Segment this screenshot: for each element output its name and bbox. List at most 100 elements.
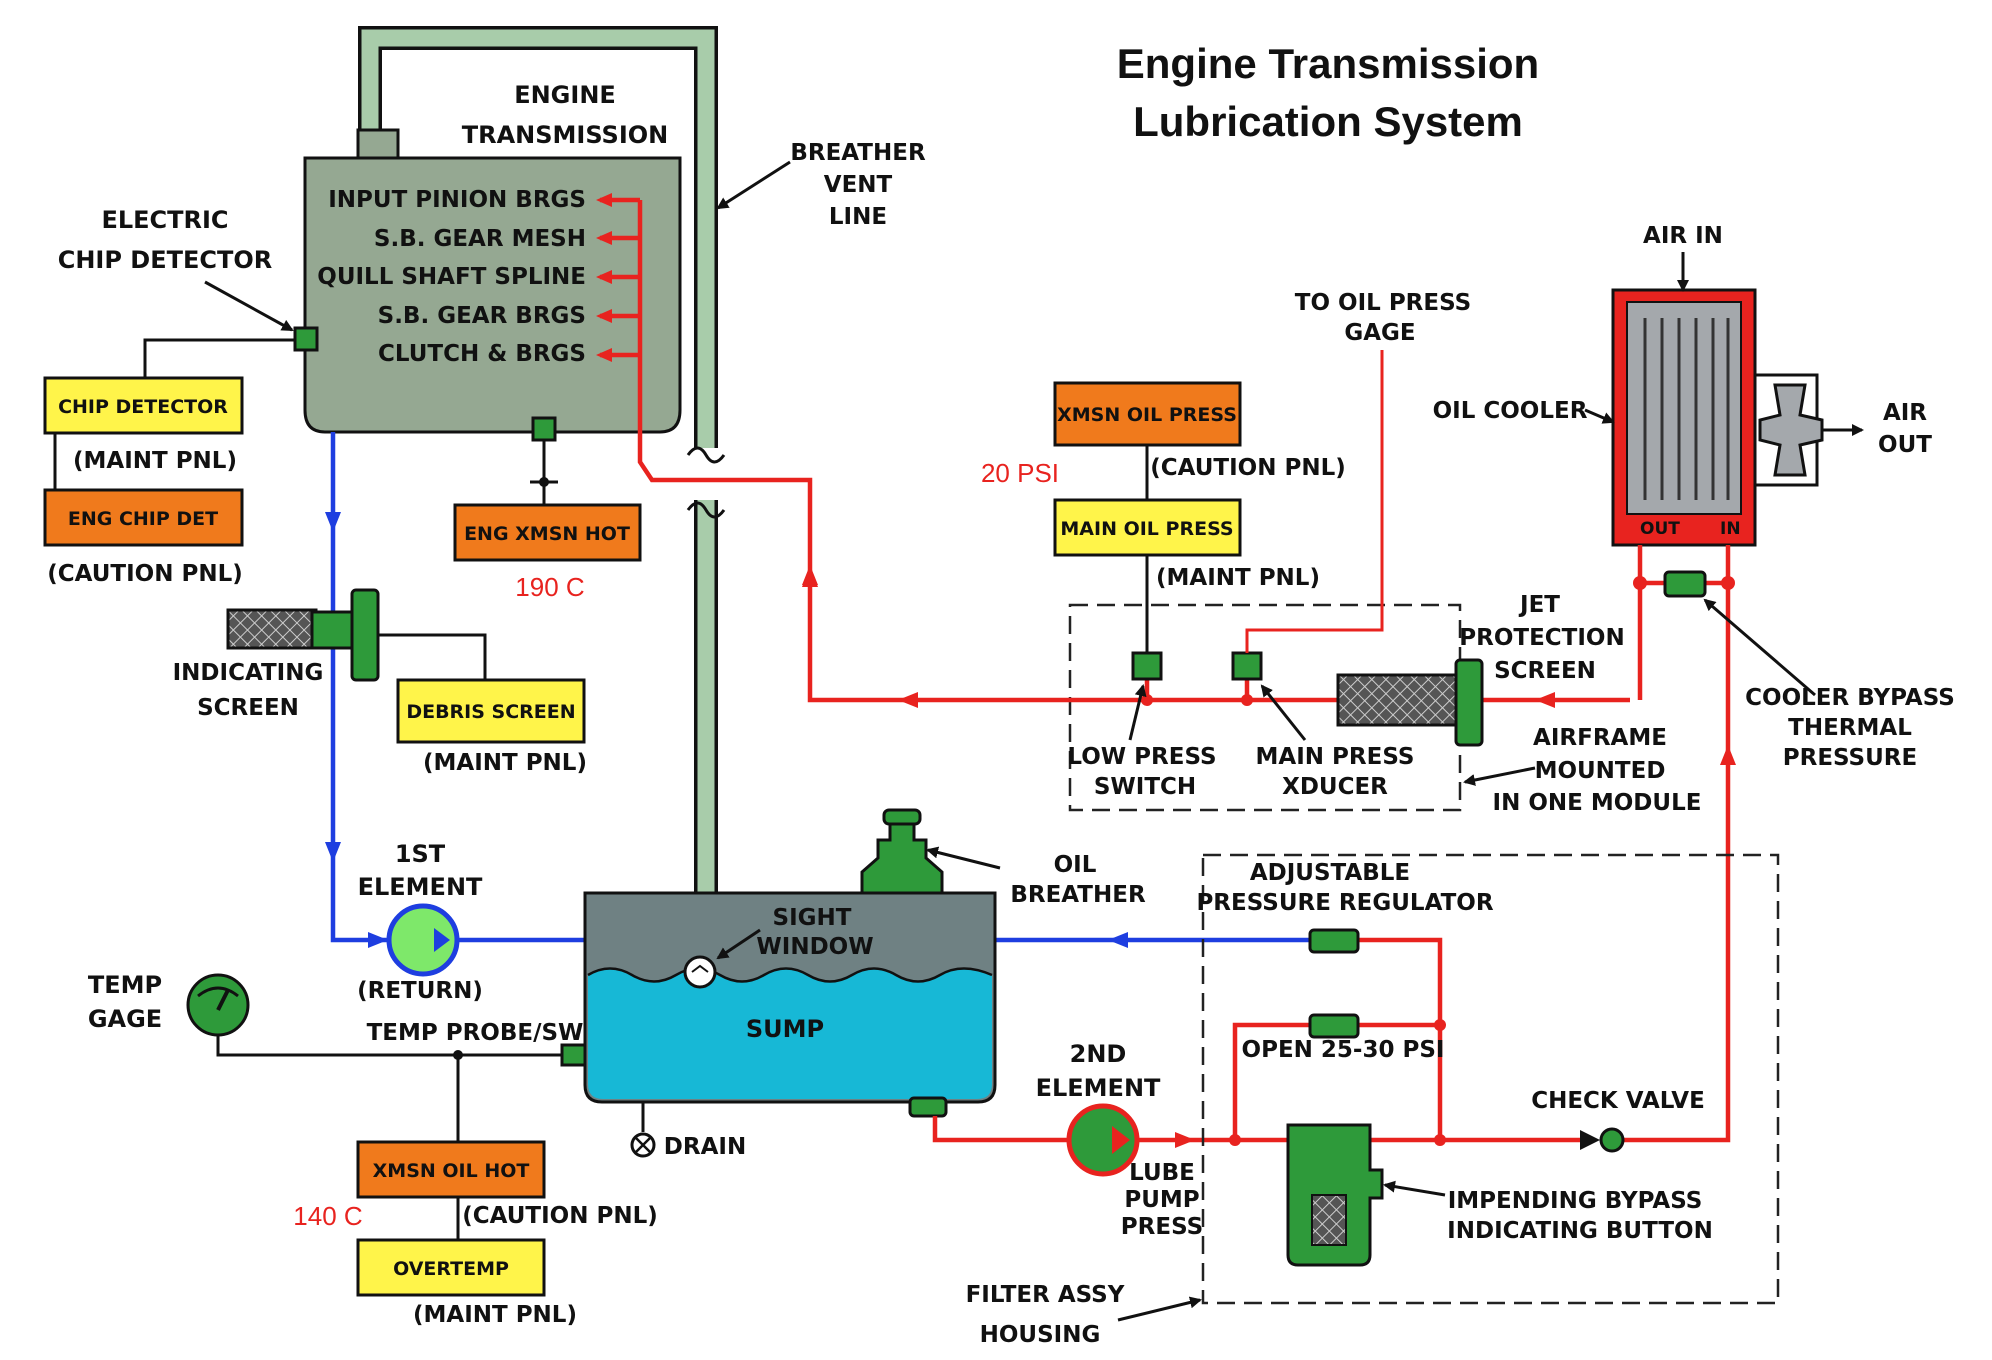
sight-window-icon: [683, 955, 717, 989]
cooler-bypass: COOLER BYPASS THERMAL PRESSURE: [1633, 545, 1955, 771]
air-in-label: AIR IN: [1643, 223, 1723, 249]
temp-gage-label-2: GAGE: [88, 1005, 162, 1033]
debris-screen-maint: (MAINT PNL): [423, 750, 587, 776]
xmsn-oil-press-panel: [1053, 381, 1242, 447]
main-press-label-1: MAIN PRESS: [1256, 744, 1415, 770]
impending-bypass-label-1: IMPENDING BYPASS: [1448, 1188, 1703, 1214]
overtemp-text: OVERTEMP: [393, 1258, 509, 1280]
to-oil-press-label-1: TO OIL PRESS: [1295, 290, 1471, 316]
chip-detector-sensor: [293, 326, 319, 352]
oil-breather-label-2: BREATHER: [1010, 882, 1146, 908]
xmsn-oil-hot-text: XMSN OIL HOT: [373, 1160, 530, 1182]
breather-vent-label: BREATHER VENT LINE: [716, 140, 926, 230]
oil-cooler-label: OIL COOLER: [1433, 398, 1588, 424]
eng-chip-det-text: ENG CHIP DET: [68, 508, 218, 530]
open-psi-label: OPEN 25-30 PSI: [1242, 1037, 1445, 1063]
filter-element-icon: [1286, 1123, 1384, 1267]
temp-gage-group: TEMP GAGE TEMP PROBE/SW XMSN OIL HOT 140…: [88, 971, 658, 1328]
xmsn-oil-hot-temp: 140 C: [293, 1201, 362, 1231]
main-press-xducer-icon: [1231, 651, 1263, 681]
pressure-regulator-icon: [1308, 928, 1360, 954]
airframe-label-1: AIRFRAME: [1533, 725, 1667, 751]
air-out-label-1: AIR: [1883, 400, 1927, 426]
eng-chip-det-panel: [43, 488, 244, 547]
main-oil-press-maint: (MAINT PNL): [1156, 565, 1320, 591]
second-element-label-2: ELEMENT: [1036, 1074, 1161, 1102]
pressure-indicators: XMSN OIL PRESS (CAUTION PNL) 20 PSI MAIN…: [981, 290, 1471, 653]
first-element-label-2: ELEMENT: [358, 873, 483, 901]
main-oil-press-text: MAIN OIL PRESS: [1060, 518, 1233, 540]
breather-vent-label-1: BREATHER: [790, 140, 926, 166]
cooler-bypass-label-3: PRESSURE: [1783, 745, 1917, 771]
jet-screen-mesh: [1336, 673, 1462, 727]
oil-cooler: OUT IN AIR OUT AIR IN OIL COOLER: [1433, 223, 1932, 547]
title-line-1: Engine Transmission: [1117, 40, 1539, 87]
chip-detector-text: CHIP DETECTOR: [58, 396, 228, 418]
return-label: (RETURN): [357, 978, 483, 1004]
temp-probe-icon: [560, 1043, 588, 1067]
debris-screen-text: DEBRIS SCREEN: [406, 701, 575, 723]
temp-probe-label: TEMP PROBE/SW: [367, 1020, 584, 1046]
adjustable-label-2: PRESSURE REGULATOR: [1196, 890, 1493, 916]
lube-pump-label-1: LUBE: [1129, 1160, 1195, 1186]
main-press-label-2: XDUCER: [1282, 774, 1388, 800]
sump: SUMP SIGHT WINDOW OIL BREATHER DRAIN: [583, 808, 1146, 1160]
cooler-fan-icon: [1758, 383, 1824, 477]
air-out-label-2: OUT: [1878, 432, 1932, 458]
eng-xmsn-hot-text: ENG XMSN HOT: [464, 523, 630, 545]
cooler-out-label: OUT: [1640, 519, 1680, 539]
temp-gage-icon: [186, 973, 250, 1037]
chip-detector-group: CHIP DETECTOR (MAINT PNL) ENG CHIP DET (…: [43, 206, 295, 587]
output-quill-shaft: QUILL SHAFT SPLINE: [317, 264, 586, 290]
debris-screen-panel: [396, 678, 586, 744]
oil-breather-label-1: OIL: [1054, 852, 1097, 878]
sight-window-label-1: SIGHT: [773, 905, 852, 931]
breather-vent-label-2: VENT: [824, 172, 893, 198]
jet-screen-label-2: PROTECTION: [1459, 625, 1624, 651]
indicating-screen-mesh: [226, 608, 318, 650]
xmsn-oil-press-caution: (CAUTION PNL): [1150, 455, 1346, 481]
eng-xmsn-hot-temp: 190 C: [515, 572, 584, 602]
xmsn-oil-hot-panel: [356, 1140, 546, 1199]
transmission-label-2: TRANSMISSION: [462, 121, 669, 149]
eng-xmsn-hot-group: ENG XMSN HOT 190 C: [453, 440, 642, 602]
output-sb-gear-mesh: S.B. GEAR MESH: [374, 226, 586, 252]
eng-chip-det-caution: (CAUTION PNL): [47, 561, 243, 587]
lube-pump-label-3: PRESS: [1121, 1214, 1203, 1240]
indicating-screen-label-1: INDICATING: [173, 660, 324, 686]
overtemp-maint: (MAINT PNL): [413, 1302, 577, 1328]
temp-gage-label-1: TEMP: [88, 971, 162, 999]
filter-assy-housing: ADJUSTABLE PRESSURE REGULATOR OPEN 25-30…: [966, 853, 1780, 1348]
indicating-screen-label-2: SCREEN: [197, 695, 299, 721]
second-element-pump: 2ND ELEMENT LUBE PUMP PRESS: [1036, 1040, 1204, 1240]
cooler-bypass-valve-icon: [1663, 570, 1707, 598]
low-press-label-2: SWITCH: [1094, 774, 1196, 800]
jet-screen-label-3: SCREEN: [1494, 658, 1596, 684]
sight-window-label-2: WINDOW: [756, 934, 873, 960]
cooler-in-label: IN: [1720, 519, 1741, 539]
low-press-label-1: LOW PRESS: [1067, 744, 1216, 770]
second-element-label-1: 2ND: [1070, 1040, 1127, 1068]
airframe-label-2: MOUNTED: [1535, 758, 1666, 784]
airframe-module: LOW PRESS SWITCH MAIN PRESS XDUCER AIRFR…: [802, 567, 1701, 816]
engine-transmission: ENGINE TRANSMISSION INPUT PINION BRGS S.…: [293, 81, 682, 442]
eng-xmsn-hot-panel: [453, 503, 642, 562]
chip-detector-maint: (MAINT PNL): [73, 448, 237, 474]
jet-screen-label-1: JET: [1518, 592, 1560, 618]
sump-label: SUMP: [746, 1015, 824, 1043]
transmission-label-1: ENGINE: [514, 81, 616, 109]
relief-valve-icon: [1308, 1013, 1360, 1039]
xmsn-oil-press-text: XMSN OIL PRESS: [1057, 404, 1237, 426]
airframe-label-3: IN ONE MODULE: [1493, 790, 1702, 816]
electric-chip-label-2: CHIP DETECTOR: [58, 246, 273, 274]
check-valve-icon: [1580, 1127, 1625, 1153]
cooler-bypass-label-2: THERMAL: [1788, 715, 1912, 741]
output-clutch-brgs: CLUTCH & BRGS: [378, 341, 586, 367]
lube-pump-label-2: PUMP: [1124, 1187, 1199, 1213]
check-valve-label: CHECK VALVE: [1531, 1088, 1705, 1114]
overtemp-panel: [356, 1238, 546, 1297]
low-press-psi: 20 PSI: [981, 458, 1059, 488]
indicating-screen: INDICATING SCREEN DEBRIS SCREEN (MAINT P…: [173, 588, 587, 776]
impending-bypass-label-2: INDICATING BUTTON: [1447, 1218, 1713, 1244]
